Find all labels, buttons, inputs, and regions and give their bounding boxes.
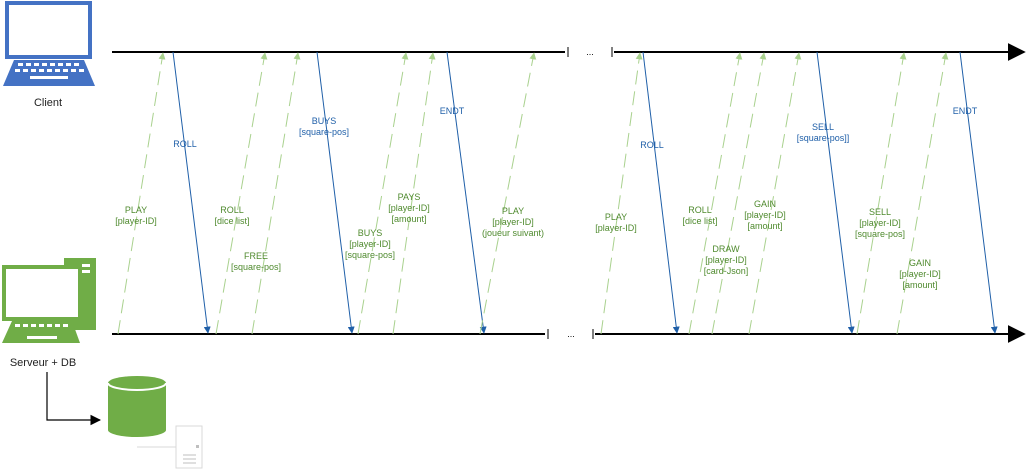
request-label: ENDT: [440, 106, 465, 116]
request-arrow: [446, 51, 487, 334]
request-arrow: [959, 51, 998, 334]
message-label-line: [player-ID]: [349, 239, 391, 249]
response-label: PLAY[player-ID](joueur suivant): [482, 206, 544, 238]
message-label-line: GAIN: [754, 199, 776, 209]
request-label: ENDT: [953, 106, 978, 116]
response-label: PLAY[player-ID]: [115, 205, 157, 226]
response-arrow: [600, 52, 643, 335]
response-label: PAYS[player-ID][amount]: [388, 192, 430, 224]
response-arrow: [357, 52, 409, 335]
server-timeline: [112, 325, 1026, 343]
message-label-line: [square-pos]: [855, 229, 905, 239]
response-label: ROLL[dice list]: [214, 205, 249, 226]
message-label-line: [square-pos]: [345, 250, 395, 260]
server-label: Serveur + DB: [10, 357, 76, 369]
message-label-line: PLAY: [605, 212, 627, 222]
message-label-line: [player-ID]: [859, 218, 901, 228]
request-label: SELL[square-pos]]: [797, 122, 850, 143]
response-arrow: [896, 52, 949, 335]
request-label: ROLL: [640, 140, 664, 150]
message-label-line: [player-ID]: [115, 216, 157, 226]
message-label-line: [player-ID]: [899, 269, 941, 279]
message-label-line: PAYS: [398, 192, 421, 202]
message-label-line: GAIN: [909, 258, 931, 268]
response-arrow: [479, 52, 537, 335]
response-label: DRAW[player-ID][card-Json]: [704, 244, 749, 276]
response-arrow: [117, 52, 166, 335]
client-timeline-ellipsis: ...: [586, 47, 594, 57]
message-label-line: ROLL: [640, 140, 664, 150]
response-arrow: [711, 52, 767, 335]
response-label: FREE[square-pos]: [231, 251, 281, 272]
message-label-line: [amount]: [747, 221, 782, 231]
message-label-line: [player-ID]: [492, 217, 534, 227]
message-label-line: FREE: [244, 251, 268, 261]
message-label-line: [player-ID]: [595, 223, 637, 233]
message-label-line: [dice list]: [214, 216, 249, 226]
request-label: BUYS[square-pos]: [299, 116, 349, 137]
database-icon: [107, 376, 167, 437]
client-timeline: [112, 43, 1026, 61]
client-computer-icon: [3, 1, 95, 86]
message-label-line: ROLL: [173, 139, 197, 149]
message-label-line: [player-ID]: [705, 255, 747, 265]
server-db-connector: [46, 372, 102, 426]
response-label: ROLL[dice list]: [682, 205, 717, 226]
message-label-line: [square-pos]]: [797, 133, 850, 143]
message-label-line: [amount]: [391, 214, 426, 224]
server-timeline-ellipsis: ...: [567, 329, 575, 339]
response-arrow: [748, 52, 802, 335]
message-label-line: SELL: [812, 122, 834, 132]
request-arrow: [642, 51, 680, 334]
response-arrow: [392, 52, 436, 335]
message-label-line: ENDT: [953, 106, 978, 116]
message-label-line: DRAW: [712, 244, 740, 254]
response-label: GAIN[player-ID][amount]: [744, 199, 786, 231]
message-label-line: ROLL: [220, 205, 244, 215]
response-label: BUYS[player-ID][square-pos]: [345, 228, 395, 260]
response-label: PLAY[player-ID]: [595, 212, 637, 233]
message-label-line: (joueur suivant): [482, 228, 544, 238]
response-arrow: [856, 52, 907, 335]
request-arrow: [816, 51, 855, 334]
server-computer-icon: [2, 258, 96, 343]
request-label: ROLL: [173, 139, 197, 149]
response-label: SELL[player-ID][square-pos]: [855, 207, 905, 239]
response-label: GAIN[player-ID][amount]: [899, 258, 941, 290]
message-label-line: PLAY: [125, 205, 147, 215]
message-label-line: [player-ID]: [388, 203, 430, 213]
message-label-line: [dice list]: [682, 216, 717, 226]
message-label-line: [player-ID]: [744, 210, 786, 220]
client-label: Client: [34, 97, 62, 109]
request-arrow: [172, 51, 211, 334]
message-label-line: ENDT: [440, 106, 465, 116]
message-arrows: [117, 51, 998, 335]
message-label-line: [square-pos]: [299, 127, 349, 137]
server-tower-icon: [137, 425, 203, 469]
message-label-line: BUYS: [312, 116, 337, 126]
response-arrow: [251, 52, 301, 335]
message-label-line: ROLL: [688, 205, 712, 215]
response-arrow: [215, 52, 268, 335]
message-label-line: [square-pos]: [231, 262, 281, 272]
response-arrow: [688, 52, 743, 335]
message-label-line: [amount]: [902, 280, 937, 290]
message-label-line: BUYS: [358, 228, 383, 238]
message-label-line: PLAY: [502, 206, 524, 216]
message-label-line: [card-Json]: [704, 266, 749, 276]
message-label-line: SELL: [869, 207, 891, 217]
request-arrow: [316, 51, 355, 334]
